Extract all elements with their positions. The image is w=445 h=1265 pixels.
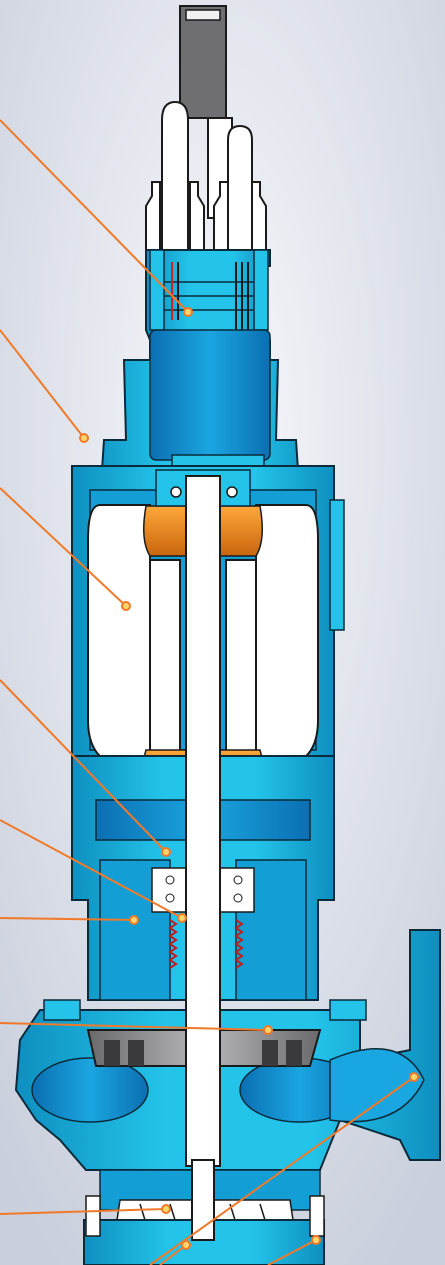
upper-mechanical-seal-leader-line bbox=[0, 819, 183, 919]
wear-ring-marker[interactable] bbox=[311, 1235, 321, 1245]
motor-housing-leader-line bbox=[0, 329, 85, 439]
pump-base-leader-line bbox=[159, 1244, 187, 1265]
impeller-marker[interactable] bbox=[161, 1204, 171, 1214]
impeller-leader-line bbox=[0, 1208, 167, 1215]
cable-glands bbox=[145, 100, 267, 261]
oil-chamber-marker[interactable] bbox=[129, 915, 139, 925]
upper-mechanical-seal-marker[interactable] bbox=[177, 913, 187, 923]
pump-base-marker[interactable] bbox=[181, 1240, 191, 1250]
motor-housing-marker[interactable] bbox=[79, 433, 89, 443]
wear-ring-leader-line bbox=[267, 1239, 317, 1265]
rotor-shaft-marker[interactable] bbox=[161, 847, 171, 857]
lower-mechanical-seal-marker[interactable] bbox=[263, 1025, 273, 1035]
motor-shaft bbox=[185, 475, 221, 1241]
cable-entry-marker[interactable] bbox=[183, 307, 193, 317]
lower-mechanical-seal-leader-line bbox=[0, 1022, 269, 1031]
stator-winding-leader-line bbox=[0, 487, 127, 607]
discharge-outlet-leader-line bbox=[149, 1076, 415, 1265]
stator-winding-marker[interactable] bbox=[121, 601, 131, 611]
callouts bbox=[0, 119, 419, 1265]
oil-chamber-leader-line bbox=[0, 917, 135, 921]
discharge-outlet-marker[interactable] bbox=[409, 1072, 419, 1082]
cable-entry-leader-line bbox=[0, 119, 189, 313]
rotor-shaft-leader-line bbox=[0, 679, 167, 853]
